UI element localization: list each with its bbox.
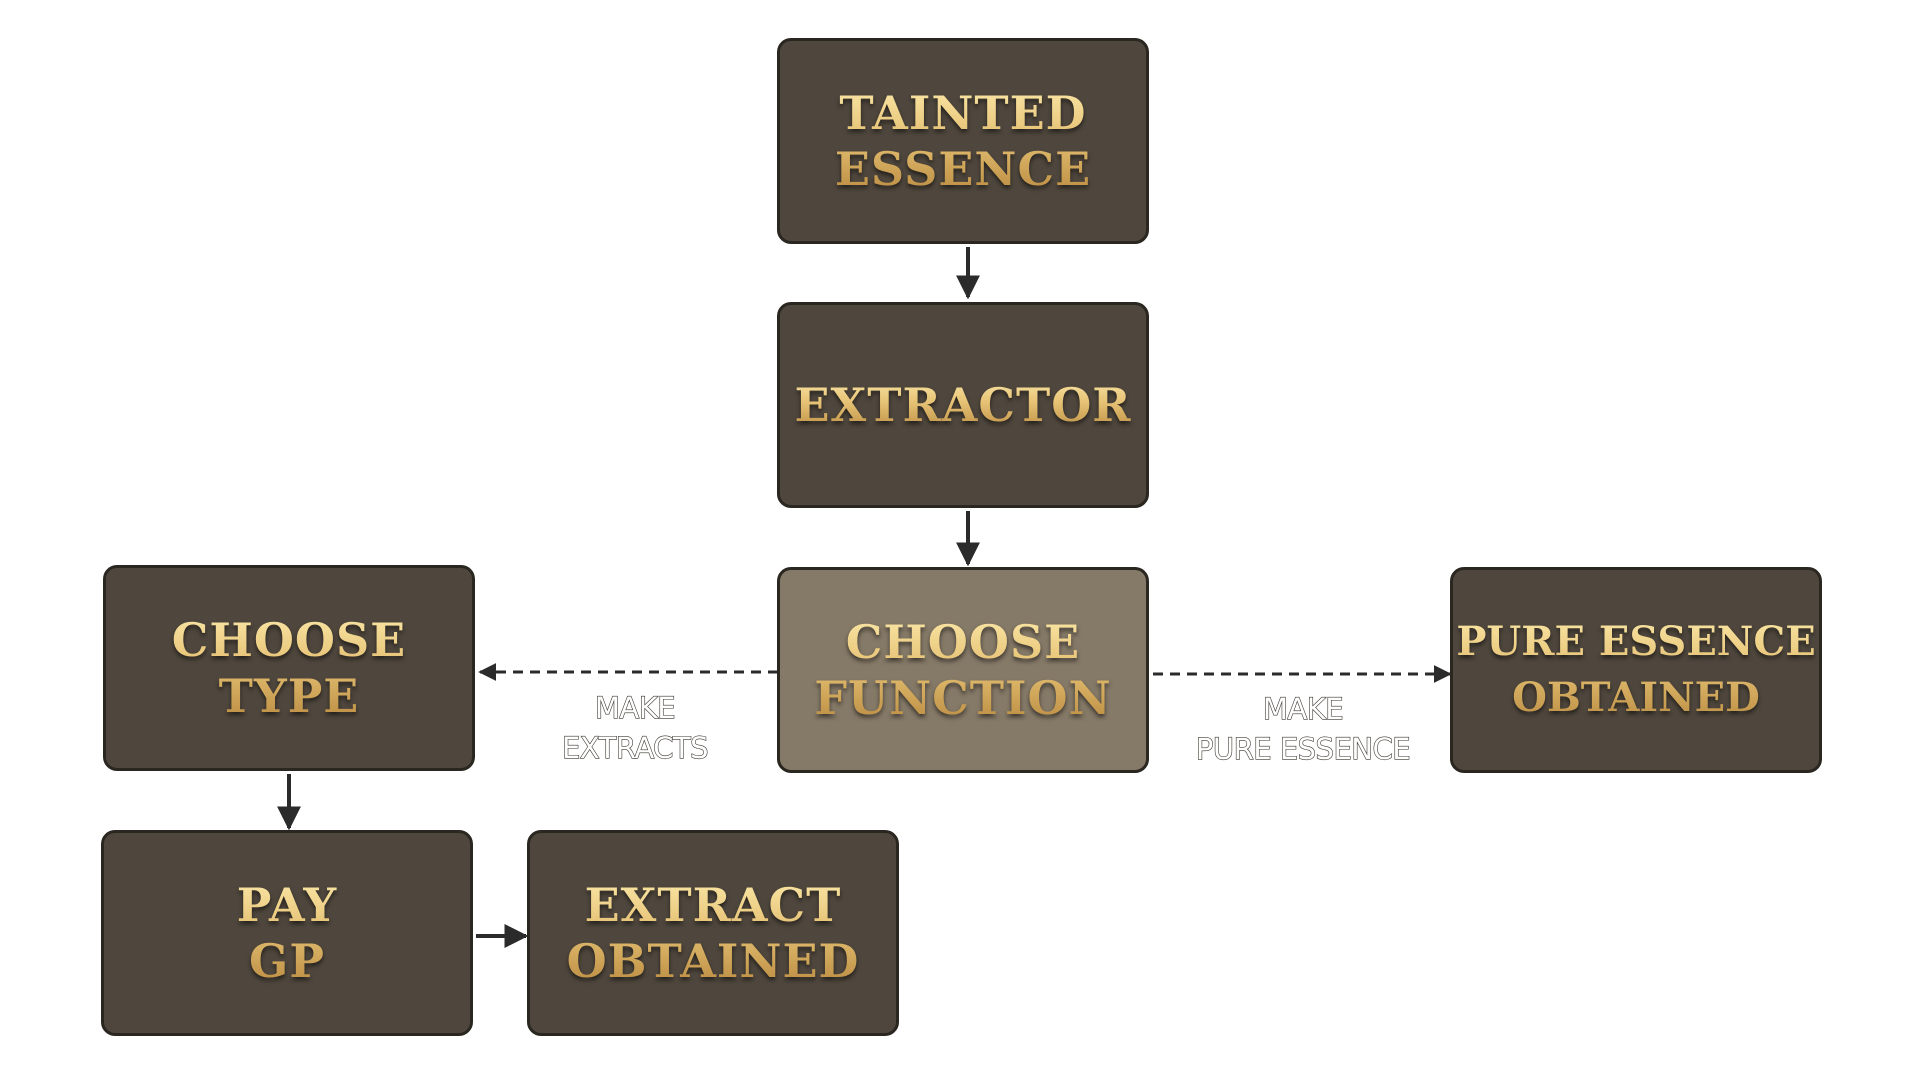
node-pay-gp-label: PAY GP [237,877,337,989]
edge-label-line: MAKE [594,690,676,725]
edge-label-line: MAKE [1262,691,1344,726]
node-pure-essence-obtained-label: PURE ESSENCE OBTAINED [1456,614,1815,726]
node-pure-essence-obtained: PURE ESSENCE OBTAINED [1450,567,1822,773]
edge-label-line: PURE ESSENCE [1195,731,1411,766]
node-label-line: CHOOSE [171,613,407,667]
node-label-line: PURE ESSENCE [1456,618,1816,665]
node-label-line: GP [249,934,325,988]
node-pay-gp: PAY GP [101,830,473,1036]
node-label-line: OBTAINED [566,934,860,988]
node-label-line: CHOOSE [845,615,1081,669]
node-label-line: TAINTED [839,86,1087,140]
node-choose-type-label: CHOOSE TYPE [172,612,407,724]
edge-label-make-pure-essence: MAKE PURE ESSENCE [1163,689,1443,769]
node-label-line: ESSENCE [834,142,1092,196]
node-extract-obtained: EXTRACT OBTAINED [527,830,899,1036]
node-extractor-label: EXTRACTOR [794,377,1131,433]
node-extractor: EXTRACTOR [777,302,1149,508]
edge-label-line: EXTRACTS [561,730,709,765]
node-label-line: OBTAINED [1512,674,1760,721]
node-choose-function: CHOOSE FUNCTION [777,567,1149,773]
node-label-line: EXTRACTOR [794,378,1132,432]
node-tainted-essence-label: TAINTED ESSENCE [835,85,1091,197]
node-choose-function-label: CHOOSE FUNCTION [814,614,1111,726]
node-tainted-essence: TAINTED ESSENCE [777,38,1149,244]
node-choose-type: CHOOSE TYPE [103,565,475,771]
edge-label-make-extracts: MAKE EXTRACTS [540,688,730,768]
node-extract-obtained-label: EXTRACT OBTAINED [567,877,860,989]
node-label-line: PAY [236,878,338,932]
node-label-line: EXTRACT [584,878,842,932]
node-label-line: TYPE [218,669,360,723]
node-label-line: FUNCTION [814,671,1112,725]
